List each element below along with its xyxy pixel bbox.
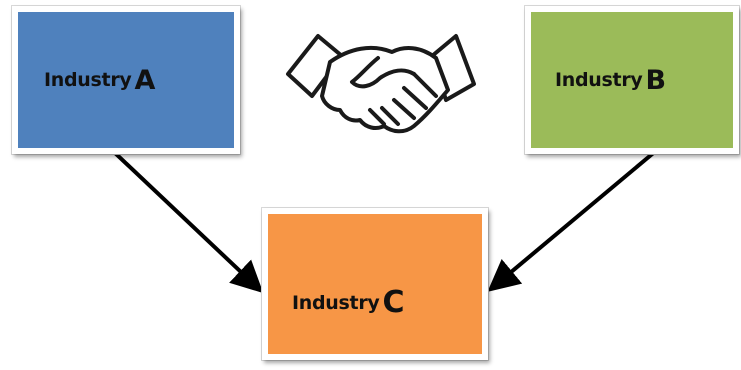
node-b-word: Industry <box>555 69 643 91</box>
node-b-letter: B <box>645 64 667 96</box>
node-industry-a: Industry A <box>12 6 240 154</box>
node-c-letter: C <box>382 285 405 320</box>
node-industry-b: Industry B <box>525 6 739 154</box>
node-industry-c: Industry C <box>262 208 488 360</box>
arrow-a-to-c <box>112 150 264 294</box>
node-a-letter: A <box>134 64 156 96</box>
node-a-word: Industry <box>44 69 132 91</box>
arrow-b-to-c <box>487 148 659 292</box>
node-c-word: Industry <box>292 292 380 314</box>
